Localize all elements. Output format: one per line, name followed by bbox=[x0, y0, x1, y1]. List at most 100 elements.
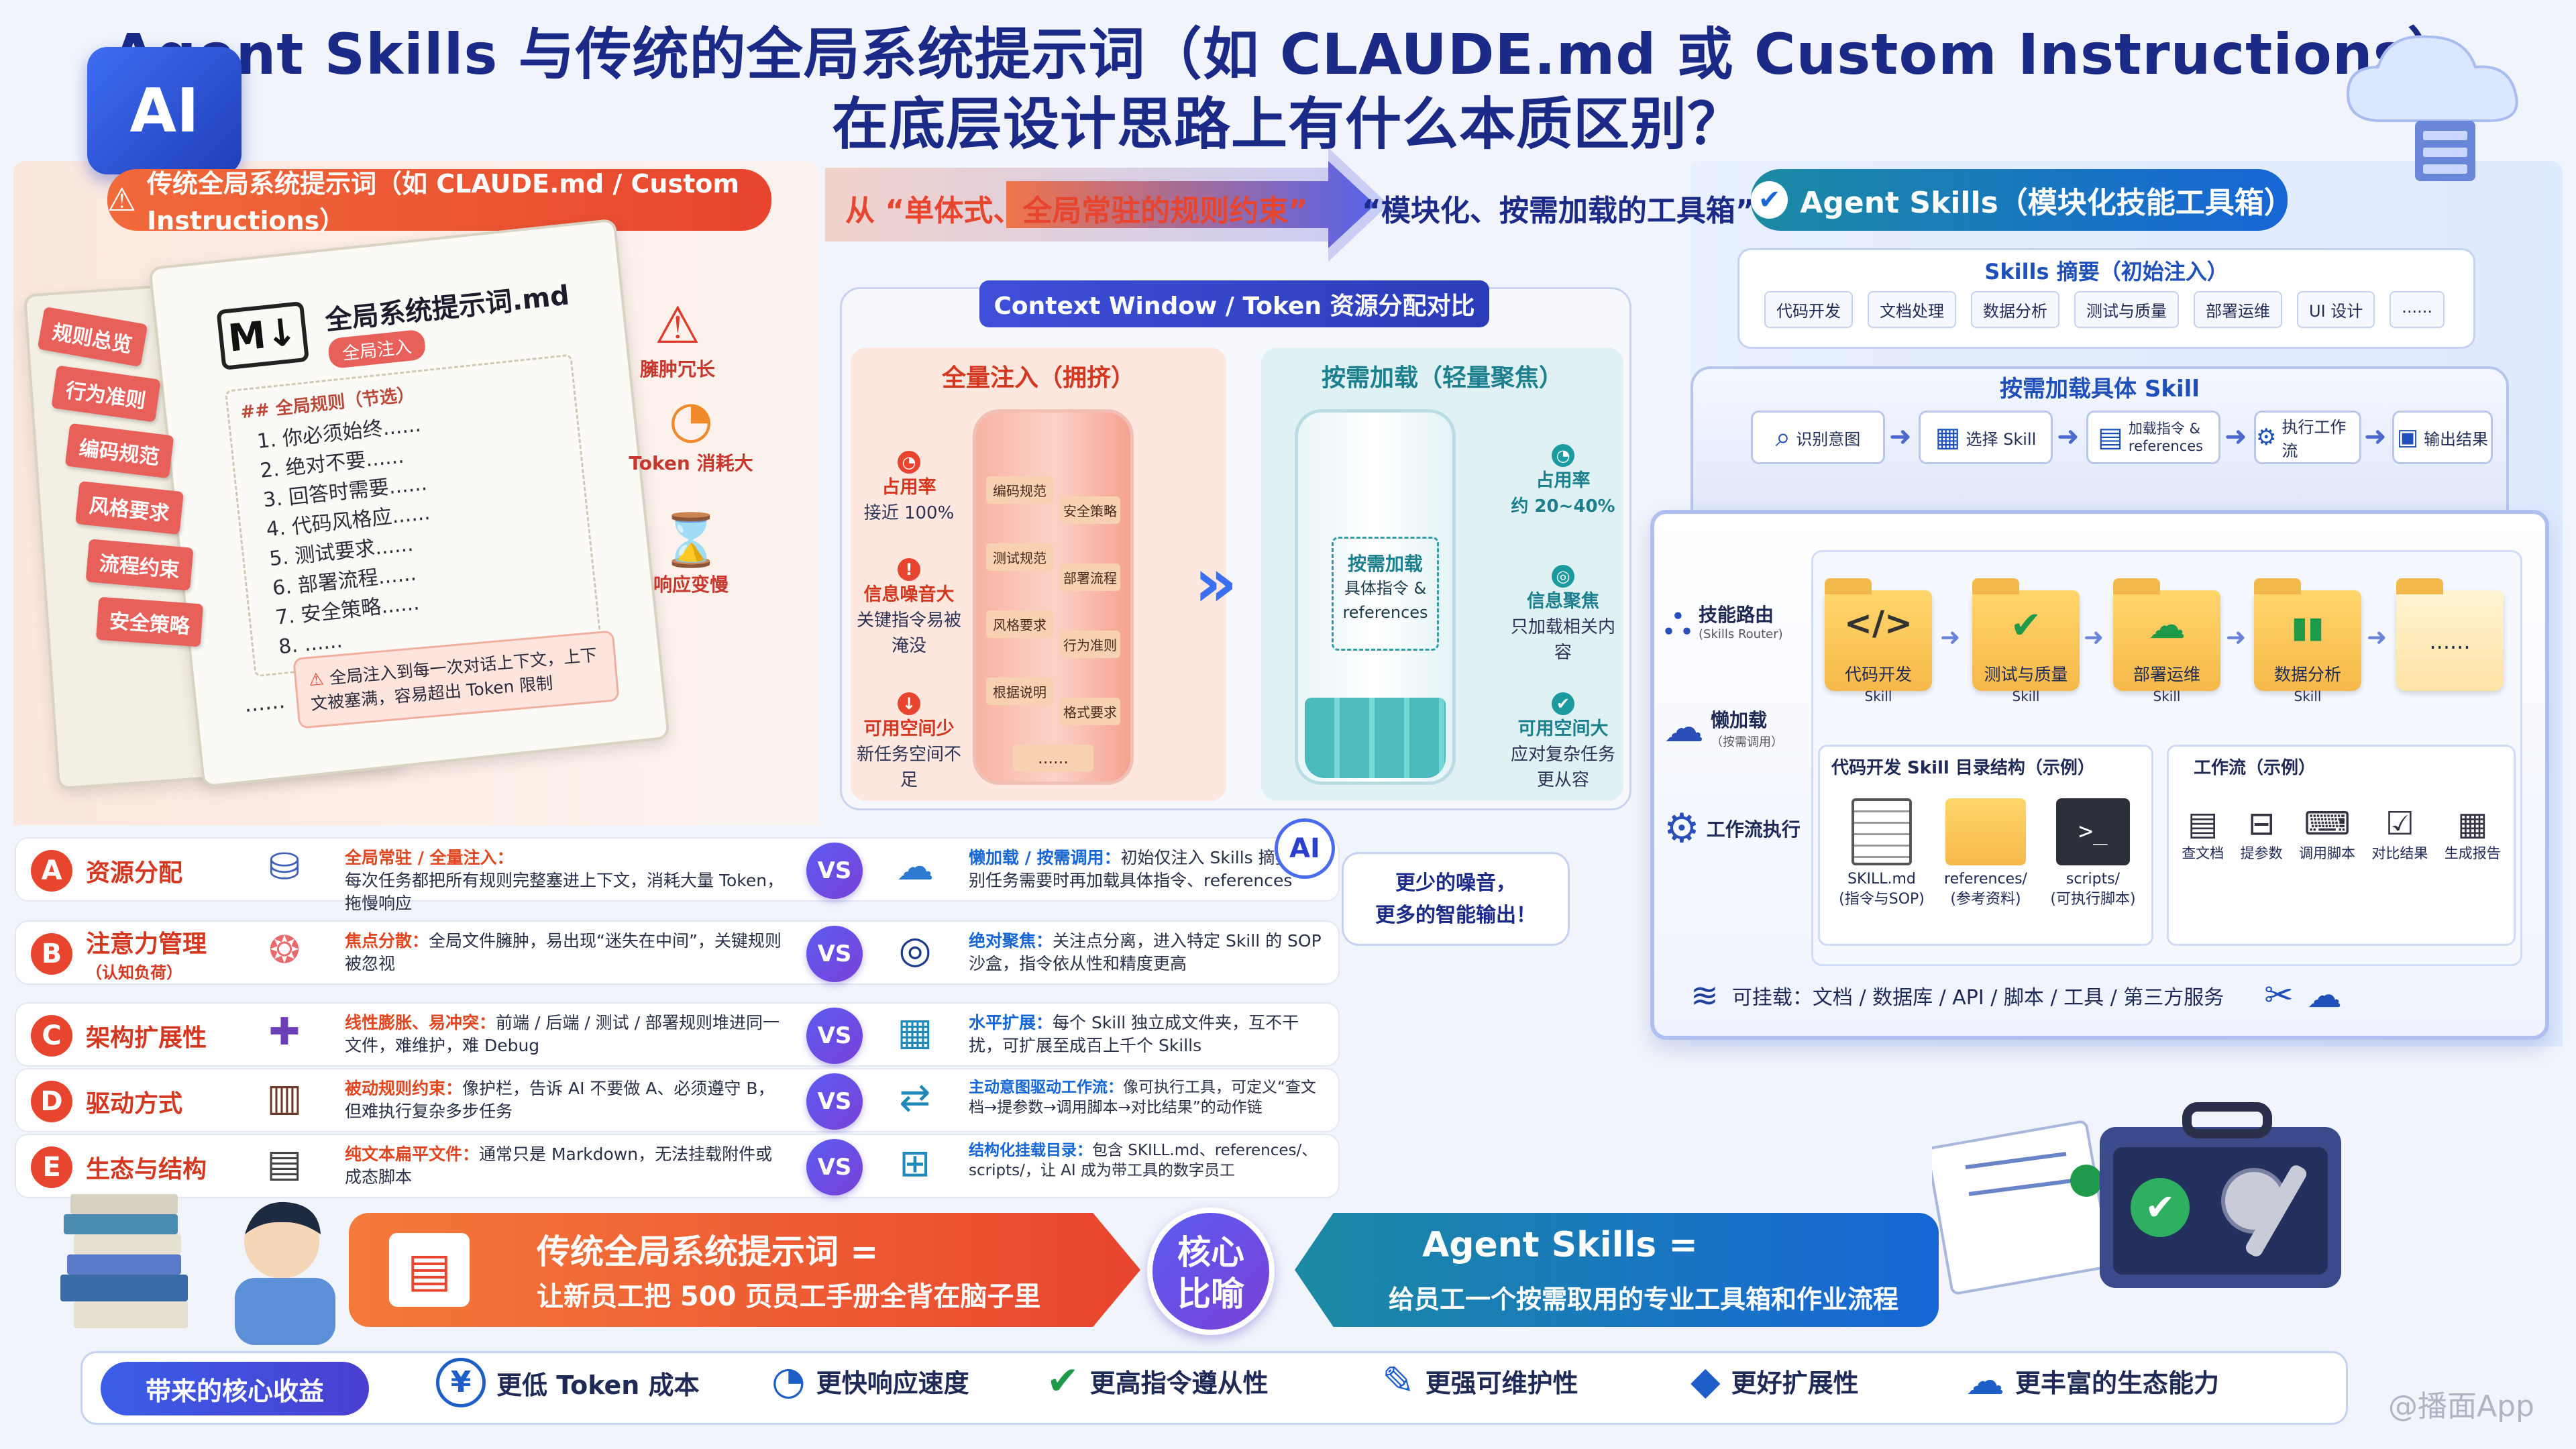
vs-badge: VS bbox=[806, 926, 863, 982]
workflow-icon: ⇄ bbox=[899, 1076, 931, 1120]
row-left-text: 线性膨胀、易冲突：前端 / 后端 / 测试 / 部署规则堆进同一文件，难维护，难… bbox=[345, 1013, 780, 1055]
page-title-line1: Agent Skills 与传统的全局系统提示词（如 CLAUDE.md 或 C… bbox=[111, 21, 2465, 87]
lazy-stat-space: ✔ 可用空间大 应对复杂任务更从容 bbox=[1503, 691, 1623, 793]
row-letter: A bbox=[31, 850, 72, 892]
arrow-icon: ➜ bbox=[2224, 421, 2247, 452]
summary-tag: ...... bbox=[2390, 291, 2445, 328]
terminal-icon: >_ bbox=[2056, 798, 2130, 865]
cube-label: 行为准则 bbox=[1060, 631, 1120, 658]
row-right-text: 绝对聚焦：关注点分离，进入特定 Skill 的 SOP 沙盒，指令依从性和精度更… bbox=[969, 931, 1322, 973]
book-warning-text: 全局注入到每一次对话上下文，上下文被塞满，容易超出 Token 限制 bbox=[310, 645, 598, 714]
benefit-item: ☁ 更丰富的生态能力 bbox=[1966, 1358, 2220, 1403]
wf-step: ▤查文档 bbox=[2182, 805, 2224, 861]
comparison-row: B 注意力管理（认知负荷） ❂ 焦点分散：全局文件臃肿，易出现“迷失在中间”，关… bbox=[15, 920, 1340, 985]
flow-step-execute: ⚙执行工作流 bbox=[2254, 411, 2361, 464]
row-letter: B bbox=[31, 933, 72, 975]
row-letter: D bbox=[31, 1081, 72, 1122]
skill-folder-deploy[interactable]: ☁ bbox=[2113, 578, 2220, 691]
yen-icon: ¥ bbox=[436, 1358, 486, 1407]
double-chevron-icon: » bbox=[1194, 543, 1238, 622]
wf-step: ⌨调用脚本 bbox=[2298, 805, 2355, 861]
check-circle-icon: ✔ bbox=[1751, 181, 1788, 219]
vs-badge: VS bbox=[806, 1139, 863, 1195]
markdown-logo: M↓ bbox=[216, 301, 310, 370]
workflow-steps: ▤查文档 ⊟提参数 ⌨调用脚本 ☑对比结果 ▦生成报告 bbox=[2174, 805, 2509, 863]
comparison-row: A 资源分配 ⛁ 全局常驻 / 全量注入：每次任务都把所有规则完整塞进上下文，消… bbox=[15, 837, 1340, 913]
toolbox-illustration-icon: ✔ bbox=[1932, 1102, 2341, 1295]
workflow-panel bbox=[2167, 745, 2516, 946]
search-icon: ⌕ bbox=[1775, 422, 1791, 453]
left-section-header-text: 传统全局系统提示词（如 CLAUDE.md / Custom Instructi… bbox=[147, 169, 739, 235]
dir-structure-title: 代码开发 Skill 目录结构（示例） bbox=[1831, 758, 2095, 778]
context-header: Context Window / Token 资源分配对比 bbox=[979, 280, 1489, 327]
benefits-title: 带来的核心收益 bbox=[101, 1362, 369, 1415]
code-icon: </> bbox=[1843, 604, 1913, 643]
grid-icon: ▦ bbox=[1935, 422, 1961, 453]
flow-step-select: ▦选择 Skill bbox=[1919, 411, 2053, 464]
shield-check-icon: ✔ bbox=[1046, 1358, 1079, 1403]
skill-folder-code[interactable]: </> bbox=[1825, 578, 1932, 691]
cube-label: 安全策略 bbox=[1060, 496, 1120, 524]
metaphor-right-line1: Agent Skills = bbox=[1422, 1225, 1698, 1265]
dir-item-scripts: >_ scripts/(可执行脚本) bbox=[2039, 798, 2147, 910]
metaphor-left-line1: 传统全局系统提示词 = bbox=[537, 1232, 879, 1271]
row-letter: C bbox=[31, 1015, 72, 1057]
skill-folder-more[interactable] bbox=[2396, 578, 2504, 691]
summary-tag: 数据分析 bbox=[1971, 291, 2059, 328]
doc-icon: ▤ bbox=[2098, 422, 2123, 453]
ai-chip-label: AI bbox=[129, 75, 199, 146]
side-router: ⛬ 技能路由(Skills Router) bbox=[1664, 597, 1783, 644]
cube-label: 测试规范 bbox=[986, 543, 1053, 571]
svg-text:✔: ✔ bbox=[2145, 1186, 2175, 1228]
skill-folder-test[interactable]: ✔ bbox=[1972, 578, 2080, 691]
metaphor-left: ▤ 传统全局系统提示词 = 让新员工把 500 页员工手册全背在脑子里 bbox=[349, 1213, 1140, 1327]
cube-label: ...... bbox=[1013, 745, 1093, 771]
param-icon: ⊟ bbox=[2247, 805, 2275, 843]
book-tab: 流程约束 bbox=[85, 539, 194, 591]
full-title: 全量注入（拥挤） bbox=[941, 364, 1135, 392]
report-icon: ▦ bbox=[2457, 805, 2488, 843]
script-icon: ⌨ bbox=[2304, 805, 2351, 843]
row-letter: E bbox=[31, 1146, 72, 1188]
workflow-title: 工作流（示例） bbox=[2194, 758, 2316, 778]
lazy-jar-cubes bbox=[1305, 698, 1446, 778]
target-icon: ◎ bbox=[898, 928, 932, 972]
document-icon bbox=[1851, 798, 1912, 865]
benefit-item: ¥ 更低 Token 成本 bbox=[436, 1358, 700, 1407]
lazy-title: 按需加载（轻量聚焦） bbox=[1321, 364, 1563, 392]
right-section-header-text: Agent Skills（模块化技能工具箱） bbox=[1800, 186, 2294, 220]
shield-check-icon: ✔ bbox=[2010, 604, 2042, 647]
row-label: 架构扩展性 bbox=[86, 1024, 207, 1052]
folder-tree-icon: ⊞ bbox=[899, 1142, 931, 1185]
metaphor-left-line2: 让新员工把 500 页员工手册全背在脑子里 bbox=[537, 1281, 1041, 1312]
book-rules-list: 1. 你必须始终...... 2. 绝对不要...... 3. 回答时需要...… bbox=[256, 411, 444, 663]
skill-folder-data[interactable]: ▮▮ bbox=[2254, 578, 2361, 691]
metaphor-right: Agent Skills = 给员工一个按需取用的专业工具箱和作业流程 bbox=[1295, 1213, 1939, 1327]
doc-icon: ▤ bbox=[2188, 805, 2218, 843]
row-right-text: 结构化挂载目录：包含 SKILL.md、references/、scripts/… bbox=[969, 1142, 1318, 1179]
arrow-icon: ➜ bbox=[2084, 624, 2104, 651]
arrow-icon: ➜ bbox=[1889, 421, 1912, 452]
watermark: @播面App bbox=[2388, 1389, 2534, 1424]
full-stat-noise: ! 信息噪音大 关键指令易被淹没 bbox=[855, 557, 963, 659]
page-title-line2: 在底层设计思路上有什么本质区别？ bbox=[831, 91, 1744, 157]
transition-to: “模块化、按需加载的工具箱” bbox=[1362, 194, 1755, 228]
wf-step: ⊟提参数 bbox=[2240, 805, 2283, 861]
layers-icon: ≋ bbox=[1690, 976, 1719, 1015]
arrow-icon: ➜ bbox=[2364, 421, 2387, 452]
gear-icon: ⚙ bbox=[2256, 424, 2277, 451]
wrench-icon: ✎ bbox=[1382, 1358, 1415, 1403]
cloud-network-icon: ☁ bbox=[1966, 1358, 2004, 1403]
compare-icon: ☑ bbox=[2385, 805, 2414, 843]
mount-bar: ≋ 可挂载：文档 / 数据库 / API / 脚本 / 工具 / 第三方服务 ✂… bbox=[1677, 969, 2522, 1022]
arrow-icon: ➜ bbox=[1940, 624, 1961, 651]
fence-icon: ▥ bbox=[266, 1076, 303, 1120]
comparison-row: E 生态与结构 ▤ 纯文本扁平文件：通常只是 Markdown，无法挂载附件或成… bbox=[15, 1134, 1340, 1198]
down-icon: ↓ bbox=[898, 692, 920, 715]
row-left-text: 被动规则约束：像护栏，告诉 AI 不要做 A、必须遵守 B，但难执行复杂多步任务 bbox=[345, 1079, 775, 1121]
arrow-icon: ➜ bbox=[2367, 624, 2387, 651]
blocks-icon: ▦ bbox=[897, 1010, 933, 1054]
left-section-header: ⚠ 传统全局系统提示词（如 CLAUDE.md / Custom Instruc… bbox=[107, 169, 771, 235]
row-label: 注意力管理（认知负荷） bbox=[86, 930, 207, 982]
